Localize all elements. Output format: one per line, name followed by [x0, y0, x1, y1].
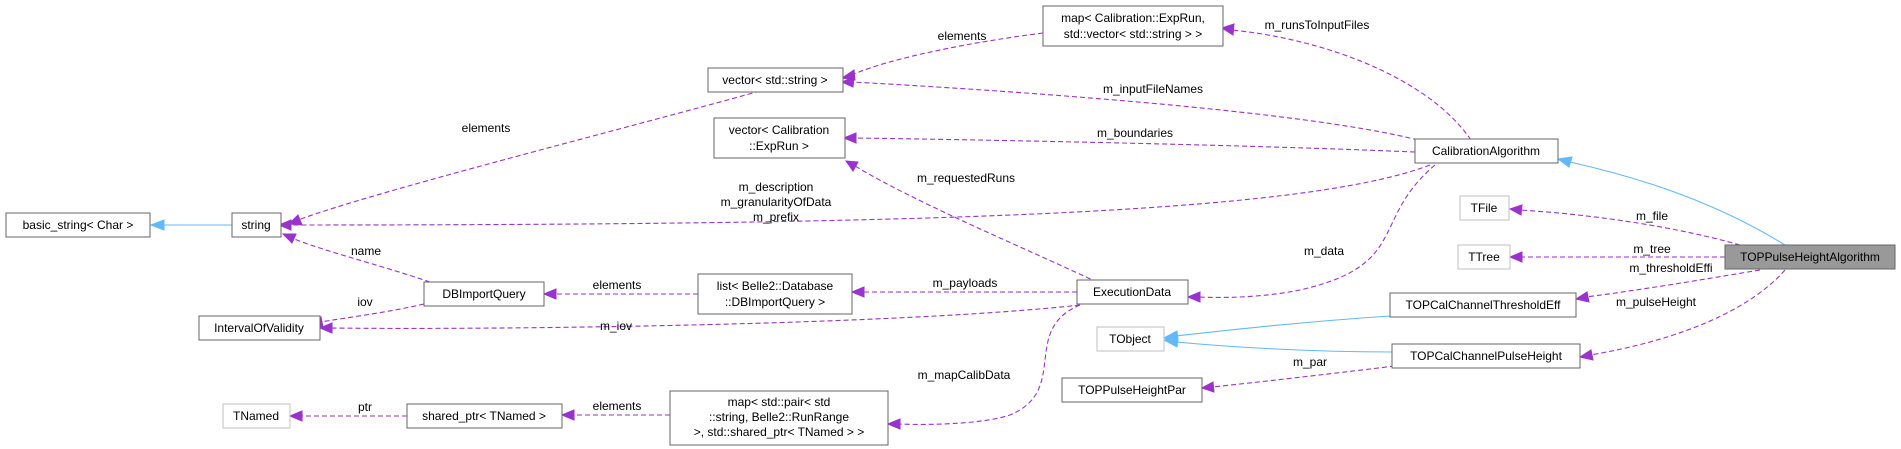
node-label-line: CalibrationAlgorithm: [1432, 144, 1540, 158]
node-ttree[interactable]: TTree: [1457, 244, 1511, 270]
edges: elements m_runsToInputFiles m_inputFileN…: [149, 18, 1786, 430]
node-label-line: TFile: [1471, 201, 1498, 215]
edge-label-elements: elements: [462, 121, 511, 135]
node-top-pulse-height-par[interactable]: TOPPulseHeightPar: [1061, 377, 1203, 403]
edge-iov: iov: [308, 295, 425, 328]
edge-ptr: ptr: [288, 400, 407, 422]
edge-label-elements: elements: [593, 399, 642, 413]
edge-name: name: [281, 233, 431, 283]
edge-m-runsToInputFiles: m_runsToInputFiles: [1220, 18, 1472, 141]
node-label-line: ::ExpRun >: [749, 139, 809, 153]
node-interval-of-validity[interactable]: IntervalOfValidity: [198, 315, 321, 341]
node-top-cal-channel-threshold-eff[interactable]: TOPCalChannelThresholdEff: [1389, 292, 1577, 318]
edge-m-mapCalibData: m_mapCalibData: [886, 304, 1081, 430]
edge-label-m-runsToInputFiles: m_runsToInputFiles: [1265, 18, 1370, 32]
edge-algorithm-inherits-calibration: [1556, 156, 1786, 246]
node-vector-exprun[interactable]: vector< Calibration ::ExpRun >: [713, 117, 846, 159]
node-vector-string[interactable]: vector< std::string >: [707, 67, 844, 93]
edge-label-m-par: m_par: [1293, 355, 1327, 369]
node-label-line: DBImportQuery: [442, 287, 525, 301]
node-top-pulse-height-algorithm[interactable]: TOPPulseHeightAlgorithm: [1724, 244, 1896, 270]
node-label-line: >, std::shared_ptr< TNamed > >: [694, 425, 865, 439]
edge-m-inputFileNames: m_inputFileNames: [840, 76, 1419, 141]
node-label-line: TOPPulseHeightPar: [1078, 383, 1186, 397]
edge-label-elements: elements: [593, 278, 642, 292]
edge-label-m-payloads: m_payloads: [933, 276, 998, 290]
edge-m-file: m_file: [1508, 204, 1741, 246]
node-top-cal-channel-pulse-height[interactable]: TOPCalChannelPulseHeight: [1391, 343, 1581, 369]
edge-label-m-description: m_description: [739, 180, 814, 194]
edge-m-data: m_data: [1186, 164, 1436, 303]
nodes: map< Calibration::ExpRun, std::vector< s…: [5, 5, 1896, 446]
node-label-line: TTree: [1468, 250, 1500, 264]
edge-label-m-file: m_file: [1636, 209, 1668, 223]
node-calibration-algorithm[interactable]: CalibrationAlgorithm: [1414, 138, 1559, 164]
node-label-line: string: [241, 218, 270, 232]
edge-elements-shared: elements: [560, 399, 670, 421]
node-label-line: TOPCalChannelPulseHeight: [1410, 349, 1563, 363]
edge-label-m-pulseHeight: m_pulseHeight: [1616, 295, 1697, 309]
edge-string-members: m_description m_granularityOfData m_pref…: [277, 164, 1431, 231]
edge-m-tree: m_tree: [1508, 242, 1725, 263]
node-list-dbimportquery[interactable]: list< Belle2::Database ::DBImportQuery >: [697, 273, 853, 315]
edge-m-thresholdEffi: m_thresholdEffi: [1574, 261, 1761, 303]
edge-elements-map-to-vector: elements: [840, 29, 1044, 81]
edge-threshold-inherits-tobject: [1162, 315, 1391, 342]
node-basic-string[interactable]: basic_string< Char >: [5, 212, 151, 238]
edge-m-boundaries: m_boundaries: [842, 126, 1416, 153]
edge-label-m-data: m_data: [1304, 244, 1344, 258]
node-execution-data[interactable]: ExecutionData: [1076, 279, 1189, 305]
edge-label-m-granularityOfData: m_granularityOfData: [721, 195, 832, 209]
node-label-line: ::DBImportQuery >: [725, 295, 825, 309]
edge-m-pulseHeight: m_pulseHeight: [1578, 269, 1786, 361]
edge-m-payloads: m_payloads: [850, 276, 1077, 298]
node-label-line: shared_ptr< TNamed >: [422, 409, 546, 423]
edge-label-iov: iov: [357, 295, 372, 309]
edge-m-par: m_par: [1200, 355, 1396, 393]
node-tfile[interactable]: TFile: [1459, 195, 1510, 221]
edge-label-elements: elements: [938, 29, 987, 43]
node-label-line: TOPCalChannelThresholdEff: [1406, 298, 1562, 312]
node-tnamed[interactable]: TNamed: [222, 403, 291, 429]
node-label-line: vector< Calibration: [729, 123, 829, 137]
node-label-line: TNamed: [233, 409, 279, 423]
node-db-import-query[interactable]: DBImportQuery: [423, 281, 545, 307]
node-shared-ptr-tnamed[interactable]: shared_ptr< TNamed >: [406, 403, 563, 429]
edge-label-m-requestedRuns: m_requestedRuns: [917, 171, 1015, 185]
node-label-line: map< std::pair< std: [728, 395, 831, 409]
edge-label-m-tree: m_tree: [1633, 242, 1671, 256]
edge-elements-list: elements: [542, 278, 698, 300]
node-map-pair[interactable]: map< std::pair< std ::string, Belle2::Ru…: [669, 390, 889, 446]
node-label-line: IntervalOfValidity: [214, 321, 304, 335]
node-label-line: TObject: [1109, 332, 1151, 346]
node-label-line: basic_string< Char >: [23, 218, 134, 232]
node-label-line: vector< std::string >: [722, 73, 827, 87]
edge-elements-vector-to-string: elements: [287, 90, 761, 226]
node-label-line: std::vector< std::string > >: [1064, 27, 1202, 41]
node-label-line: ExecutionData: [1093, 285, 1171, 299]
edge-m-iov: m_iov: [318, 304, 1081, 334]
edge-label-m-prefix: m_prefix: [753, 210, 799, 224]
edge-pulseheight-inherits-tobject: [1162, 336, 1393, 353]
edge-label-m-boundaries: m_boundaries: [1097, 126, 1173, 140]
node-label-line: ::string, Belle2::RunRange: [709, 410, 849, 424]
node-label-line: map< Calibration::ExpRun,: [1061, 11, 1205, 25]
node-label-line: TOPPulseHeightAlgorithm: [1740, 250, 1880, 264]
edge-label-m-thresholdEffi: m_thresholdEffi: [1629, 261, 1712, 275]
edge-label-m-inputFileNames: m_inputFileNames: [1103, 82, 1203, 96]
node-label-line: list< Belle2::Database: [717, 279, 834, 293]
edge-string-inherits-basic-string: [149, 219, 232, 231]
node-string[interactable]: string: [231, 212, 282, 238]
edge-label-name: name: [351, 244, 381, 258]
edge-label-m-mapCalibData: m_mapCalibData: [918, 368, 1011, 382]
node-tobject[interactable]: TObject: [1096, 326, 1165, 352]
edge-label-m-iov: m_iov: [600, 319, 632, 333]
node-map-exprun[interactable]: map< Calibration::ExpRun, std::vector< s…: [1042, 5, 1224, 47]
edge-m-requestedRuns: m_requestedRuns: [844, 160, 1106, 287]
edge-label-ptr: ptr: [358, 400, 372, 414]
